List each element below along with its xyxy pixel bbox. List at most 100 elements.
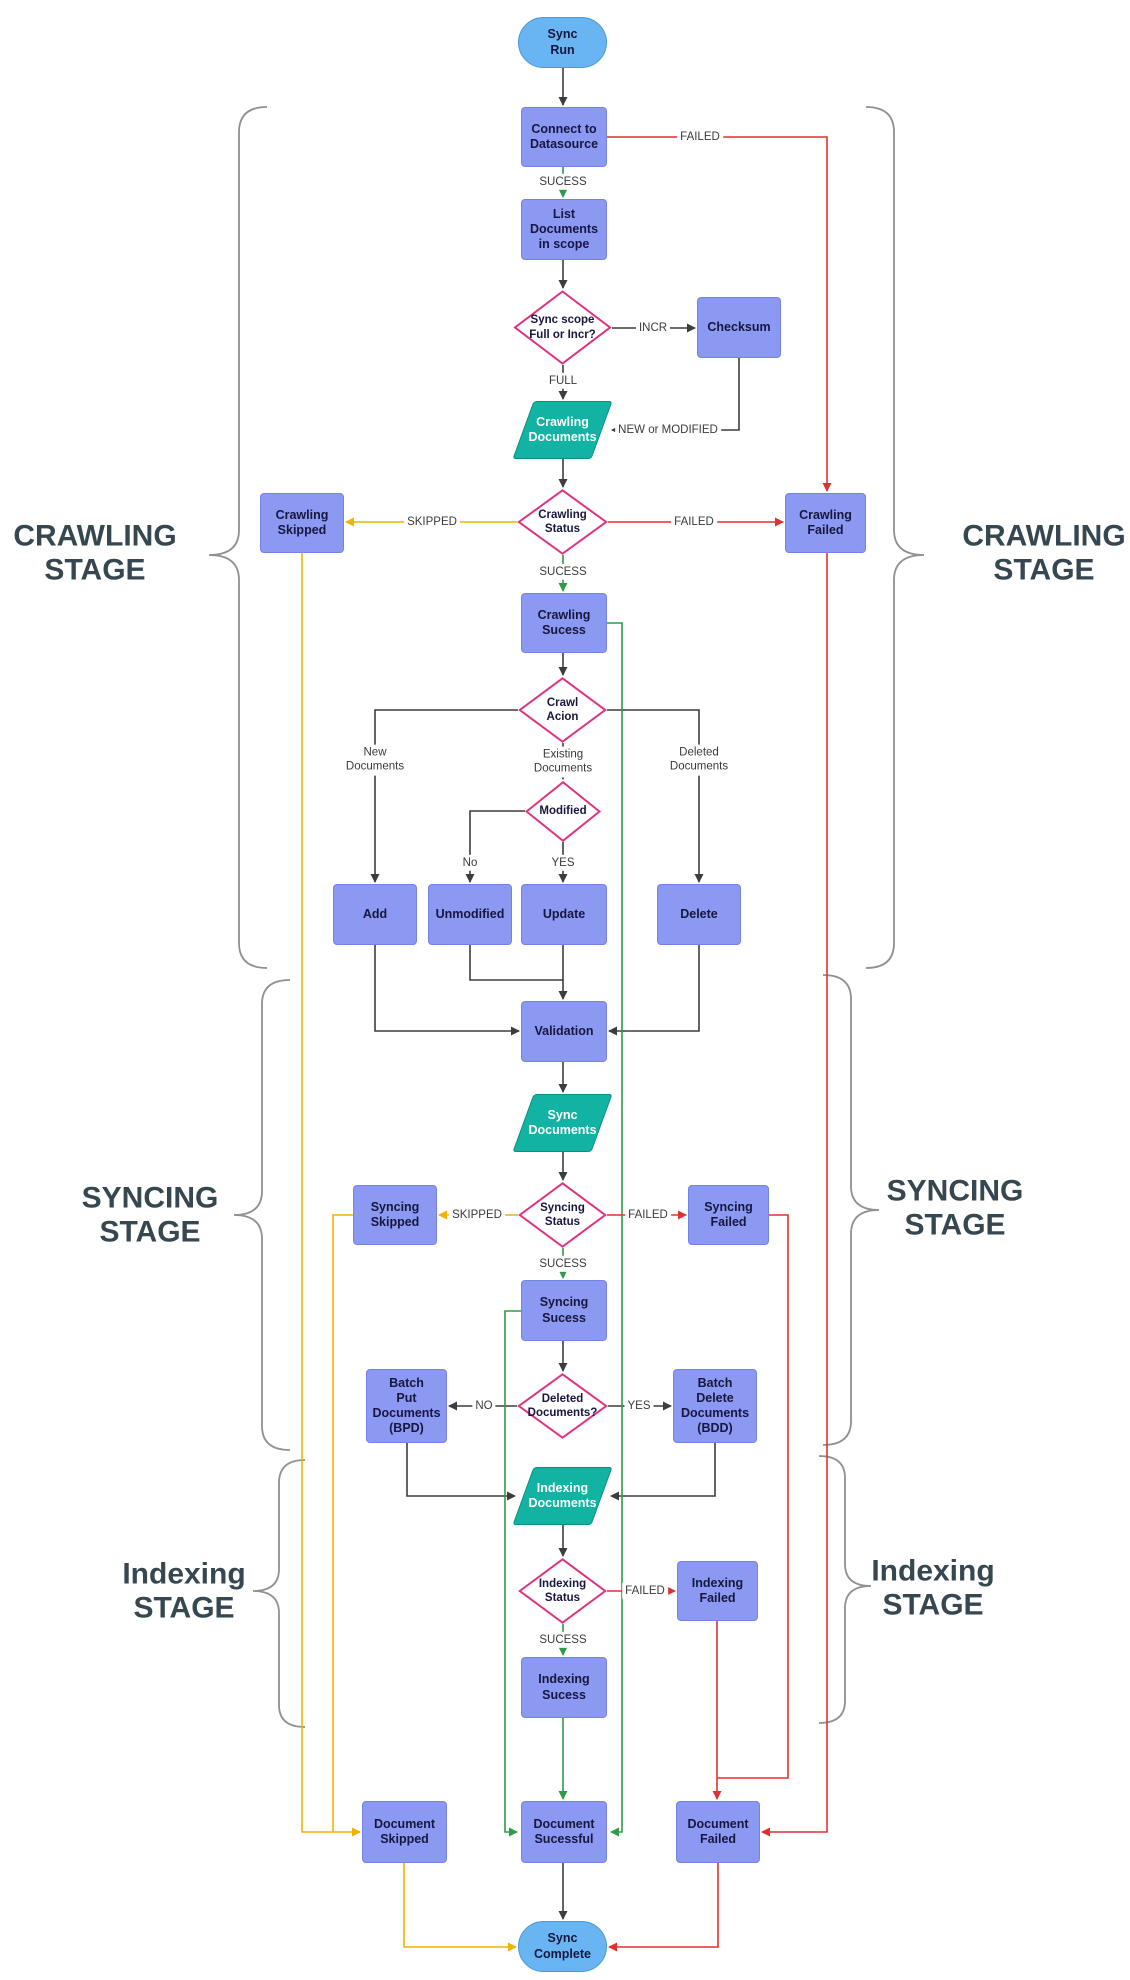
node-indexing-failed: Indexing Failed [677, 1561, 758, 1621]
node-batch-put-documents-label: Batch Put Documents (BPD) [372, 1375, 441, 1436]
edge-label-indexing-sucess: SUCESS [536, 1631, 590, 1649]
decision-syncing-status: Syncing Status [518, 1182, 607, 1248]
edge-delete-to-validation [608, 945, 700, 1036]
stage-label-syncing-right: SYNCING STAGE [886, 1174, 1024, 1241]
node-syncing-skipped-label: Syncing Skipped [370, 1199, 420, 1229]
node-document-failed: Document Failed [676, 1801, 760, 1863]
decision-syncing-status-label: Syncing Status [540, 1201, 585, 1228]
edge-docskipped-to-synccomplete [403, 1863, 517, 1952]
node-crawling-documents-label: Crawling Documents [528, 414, 597, 444]
decision-crawling-status-label: Crawling Status [538, 508, 587, 535]
edge-label-modified-yes: YES [548, 854, 578, 872]
edge-bpd-to-indexingdocs [406, 1443, 516, 1501]
edge-unmodified-to-validation [469, 945, 563, 981]
edge-label-syncing-failed: FAILED [625, 1206, 671, 1224]
node-crawling-skipped: Crawling Skipped [260, 493, 344, 553]
edge-label-new-documents: New Documents [342, 744, 408, 776]
edge-checksum-to-crawlingdocs [611, 358, 740, 435]
diamond-shape [513, 290, 612, 365]
node-list-documents-label: List Documents in scope [529, 206, 599, 252]
edge-label-deleted-yes: YES [624, 1397, 654, 1415]
node-add-label: Add [362, 906, 388, 921]
node-document-sucessful: Document Sucessful [521, 1801, 607, 1863]
node-syncing-failed-label: Syncing Failed [704, 1199, 753, 1229]
edge-syncingfailed-to-docfailed [717, 1214, 789, 1779]
node-indexing-sucess-label: Indexing Sucess [538, 1672, 590, 1702]
node-unmodified-label: Unmodified [435, 906, 505, 921]
node-crawling-failed: Crawling Failed [785, 493, 866, 553]
diamond-shape [525, 781, 601, 842]
decision-indexing-status-label: Indexing Status [538, 1577, 587, 1604]
edge-label-full: FULL [545, 372, 581, 390]
node-connect-to-datasource-label: Connect to Datasource [529, 121, 599, 151]
decision-deleted-documents: Deleted Documents? [517, 1373, 608, 1439]
edge-crawlacion-to-add [370, 709, 518, 883]
diamond-shape [518, 677, 607, 743]
decision-crawl-acion-label: Crawl Acion [546, 696, 579, 723]
node-crawling-failed-label: Crawling Failed [799, 507, 852, 537]
decision-modified: Modified [525, 781, 601, 842]
decision-modified-label: Modified [539, 805, 587, 818]
node-crawling-documents: Crawling Documents [512, 401, 613, 459]
node-update: Update [521, 884, 607, 945]
edge-label-crawling-failed: FAILED [671, 513, 717, 531]
node-indexing-sucess: Indexing Sucess [521, 1657, 607, 1718]
diamond-shape [517, 489, 608, 555]
node-validation-label: Validation [534, 1023, 594, 1038]
node-document-skipped-label: Document Skipped [373, 1816, 436, 1846]
node-document-skipped: Document Skipped [362, 1801, 447, 1863]
edge-label-connect-sucess: SUCESS [536, 173, 590, 191]
edge-crawlingskipped-to-docskipped [301, 553, 361, 1837]
node-sync-documents-label: Sync Documents [528, 1107, 597, 1137]
node-checksum: Checksum [697, 297, 781, 358]
node-delete-label: Delete [680, 906, 718, 921]
node-crawling-sucess-label: Crawling Sucess [537, 607, 591, 637]
edge-label-syncing-skipped: SKIPPED [449, 1206, 505, 1224]
edge-modified-no-to-unmodified [465, 810, 525, 883]
brace-indexing-right [818, 1455, 872, 1724]
node-connect-to-datasource: Connect to Datasource [521, 107, 607, 167]
node-document-failed-label: Document Failed [687, 1816, 749, 1846]
brace-indexing-left [252, 1459, 306, 1728]
node-indexing-documents: Indexing Documents [512, 1467, 613, 1525]
brace-syncing-right [822, 974, 880, 1446]
decision-sync-scope: Sync scope Full or Incr? [513, 290, 612, 365]
node-batch-put-documents: Batch Put Documents (BPD) [366, 1369, 447, 1443]
edge-label-indexing-failed: FAILED [622, 1582, 668, 1600]
edge-label-connect-failed: FAILED [677, 128, 723, 146]
node-delete: Delete [657, 884, 741, 945]
diamond-shape [518, 1558, 607, 1624]
node-syncing-sucess: Syncing Sucess [521, 1280, 607, 1341]
brace-crawling-left [208, 106, 268, 969]
edge-label-existing-documents: Existing Documents [530, 746, 596, 778]
edge-label-deleted-no: NO [472, 1397, 496, 1415]
edge-label-incr: INCR [635, 319, 671, 337]
node-indexing-documents-label: Indexing Documents [528, 1480, 597, 1510]
diamond-shape [517, 1373, 608, 1439]
stage-label-indexing-right: Indexing STAGE [871, 1554, 995, 1621]
edge-syncingsucess-to-docsucessful [504, 1310, 521, 1837]
edge-label-crawling-skipped: SKIPPED [404, 513, 460, 531]
edge-label-modified-no: No [459, 854, 481, 872]
node-syncing-failed: Syncing Failed [688, 1185, 769, 1245]
edge-label-deleted-documents: Deleted Documents [666, 744, 732, 776]
node-sync-documents: Sync Documents [512, 1094, 613, 1152]
stage-label-syncing-left: SYNCING STAGE [81, 1181, 219, 1248]
decision-crawl-acion: Crawl Acion [518, 677, 607, 743]
edge-label-new-or-modified: NEW or MODIFIED [615, 421, 721, 439]
node-document-sucessful-label: Document Sucessful [533, 1816, 595, 1846]
node-checksum-label: Checksum [707, 319, 771, 334]
edge-add-to-validation [374, 945, 520, 1036]
node-sync-complete: Sync Complete [518, 1921, 607, 1972]
node-crawling-skipped-label: Crawling Skipped [275, 507, 329, 537]
decision-crawling-status: Crawling Status [517, 489, 608, 555]
edge-bdd-to-indexingdocs [610, 1443, 716, 1501]
node-sync-run-label: Sync Run [547, 27, 578, 57]
edge-syncingskipped-to-docskipped [332, 1214, 353, 1832]
stage-label-crawling-left: CRAWLING STAGE [13, 519, 177, 586]
edge-label-syncing-sucess: SUCESS [536, 1255, 590, 1273]
node-sync-complete-label: Sync Complete [534, 1931, 591, 1961]
edge-crawlingsucess-to-docsucessful [607, 622, 623, 1837]
brace-crawling-right [865, 106, 925, 969]
